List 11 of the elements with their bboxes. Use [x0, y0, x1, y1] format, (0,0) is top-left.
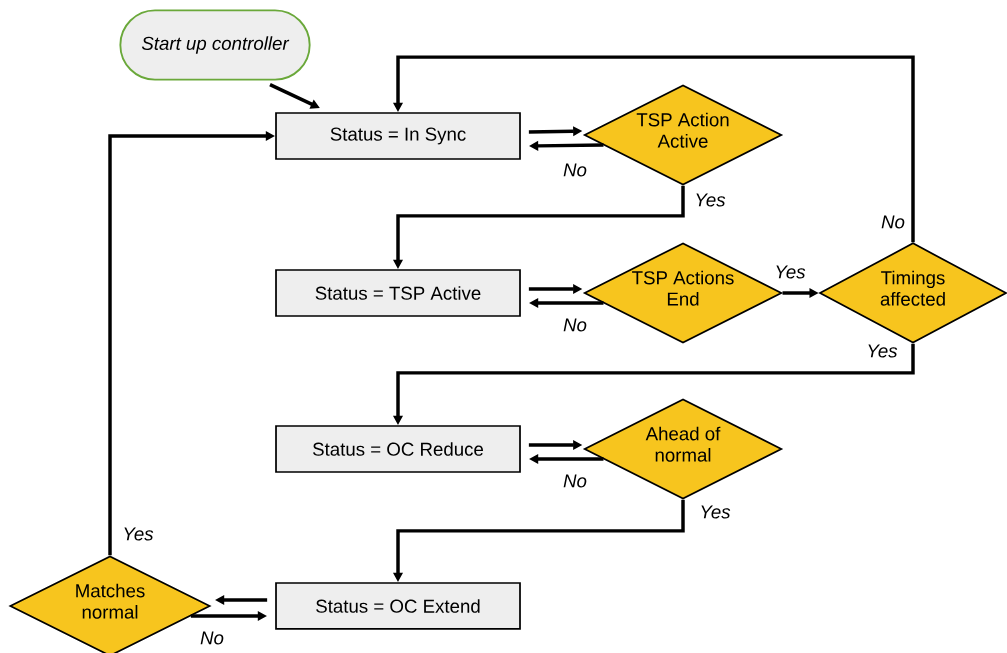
start-terminal: Start up controller: [119, 9, 311, 81]
edge-label: Yes: [121, 526, 155, 542]
process-box: Status = TSP Active: [275, 269, 521, 317]
process-box: Status = OC Reduce: [275, 425, 521, 473]
process-box: Status = OC Extend: [275, 582, 521, 630]
edge-label: Yes: [693, 192, 727, 208]
edge-label: Yes: [865, 343, 899, 359]
process-box: Status = In Sync: [275, 112, 521, 160]
edge-label: Yes: [698, 504, 732, 520]
arrow: [393, 55, 915, 243]
edge-label: No: [879, 214, 907, 230]
